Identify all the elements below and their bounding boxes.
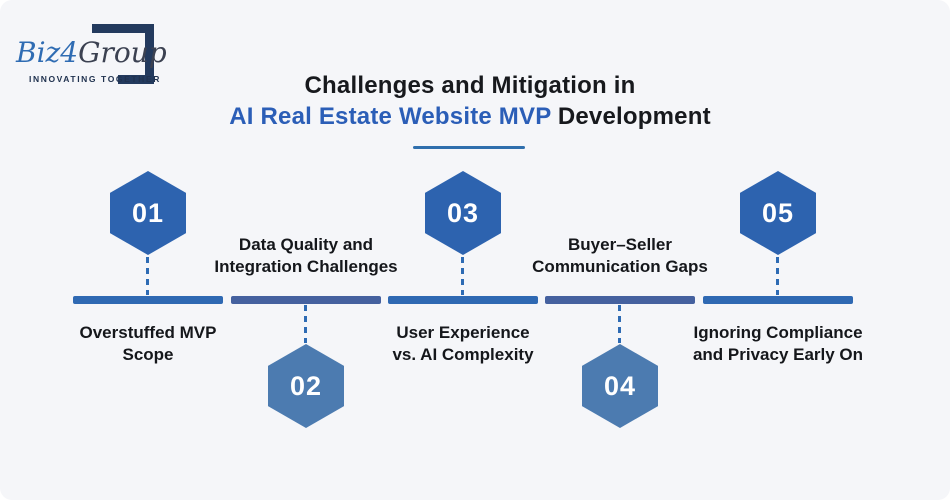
label-line: Overstuffed MVP (79, 323, 217, 342)
title-underline (413, 146, 525, 149)
connector-step-2 (304, 305, 307, 343)
logo-word-biz: Biz (16, 36, 61, 69)
logo-wordmark: Biz4Group (16, 36, 167, 70)
label-line: Communication Gaps (532, 257, 708, 276)
title-highlight: AI Real Estate Website MVP (229, 103, 551, 130)
label-line: Scope (122, 345, 174, 364)
label-line: and Privacy Early On (692, 345, 864, 364)
label-step-4: Buyer–Seller Communication Gaps (505, 234, 735, 278)
label-step-3: User Experience vs. AI Complexity (348, 322, 578, 366)
title-line2-rest: Development (550, 103, 711, 130)
bar-step-1 (73, 296, 223, 304)
page-title: Challenges and Mitigation in AI Real Est… (0, 70, 940, 132)
bar-step-5 (703, 296, 853, 304)
bar-step-3 (388, 296, 538, 304)
label-step-1: Overstuffed MVP Scope (33, 322, 263, 366)
hexagon-step-2: 02 (268, 344, 344, 428)
label-line: Ignoring Compliance (693, 323, 863, 342)
logo-word-4: 4 (60, 36, 79, 69)
label-line: Data Quality and (238, 235, 374, 254)
bar-step-4 (545, 296, 695, 304)
label-line: Buyer–Seller (568, 235, 672, 254)
label-step-2: Data Quality and Integration Challenges (191, 234, 421, 278)
label-step-5: Ignoring Compliance and Privacy Early On (663, 322, 893, 366)
hexagon-step-1: 01 (110, 171, 186, 255)
step-number: 05 (761, 197, 795, 228)
label-line: Integration Challenges (214, 257, 398, 276)
connector-step-5 (776, 257, 779, 295)
title-line1: Challenges and Mitigation in (304, 72, 636, 99)
hexagon-step-4: 04 (582, 344, 658, 428)
title-line2: AI Real Estate Website MVP Development (0, 101, 940, 132)
hexagon-step-3: 03 (425, 171, 501, 255)
step-number: 04 (603, 370, 637, 401)
hexagon-step-5: 05 (740, 171, 816, 255)
connector-step-3 (461, 257, 464, 295)
label-line: User Experience (396, 323, 530, 342)
bar-step-2 (231, 296, 381, 304)
logo-frame-shape (92, 24, 154, 84)
logo-tagline: INNOVATING TOGETHER (29, 74, 161, 84)
step-number: 02 (289, 370, 323, 401)
connector-step-1 (146, 257, 149, 295)
logo-word-group: Group (78, 36, 167, 69)
biz4group-logo: Biz4Group INNOVATING TOGETHER (14, 12, 194, 104)
step-number: 03 (446, 197, 480, 228)
label-line: vs. AI Complexity (392, 345, 534, 364)
connector-step-4 (618, 305, 621, 343)
step-number: 01 (131, 197, 165, 228)
